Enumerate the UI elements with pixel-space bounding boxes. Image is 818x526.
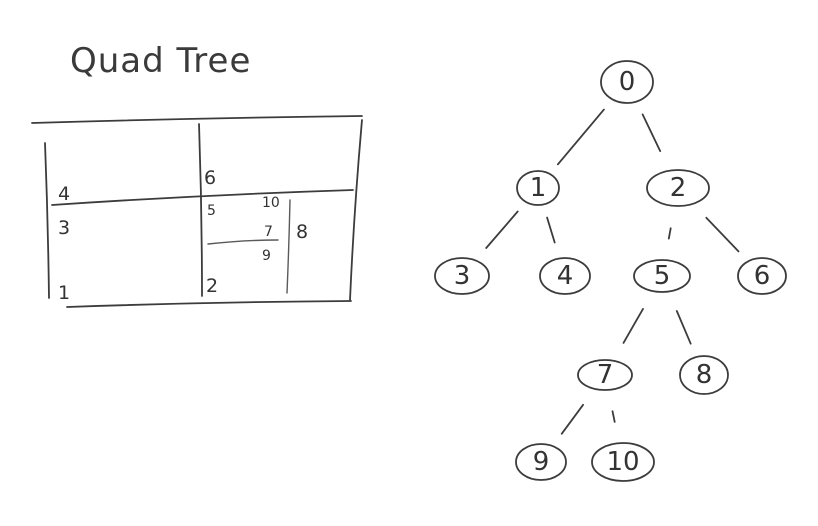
quad-label-7: 7 [264, 224, 273, 240]
tree-node-circle [434, 257, 490, 295]
tree-node-circle [591, 442, 655, 482]
grid-center-vertical [198, 123, 203, 297]
tree-edge-n5-n8 [675, 310, 692, 345]
tree-node-1: 1 [516, 170, 560, 206]
tree-node-circle [577, 359, 633, 391]
tree-node-3: 3 [434, 257, 490, 295]
tree-node-circle [633, 259, 691, 293]
grid-right-edge [349, 119, 363, 301]
tree-node-label: 6 [754, 261, 771, 291]
tree-edge-n2-n6 [705, 216, 740, 253]
quad-label-1: 1 [58, 282, 70, 304]
subgrid-horizontal [207, 239, 279, 245]
tree-edges [485, 108, 740, 435]
tree-node-label: 7 [597, 360, 614, 390]
tree-node-10: 10 [591, 442, 655, 482]
tree-node-circle [515, 443, 567, 481]
tree-edge-n0-n1 [557, 108, 605, 166]
tree-node-label: 3 [454, 261, 471, 291]
tree-edge-n2-n5 [667, 227, 672, 240]
tree-nodes: 0 1 2 3 4 5 6 7 8 9 10 [434, 60, 787, 482]
quad-label-6: 6 [204, 167, 216, 189]
tree-node-circle [600, 60, 654, 104]
tree-node-label: 1 [530, 173, 547, 203]
tree-edge-n0-n2 [641, 113, 662, 153]
tree-node-circle [539, 257, 591, 295]
tree-node-circle [646, 169, 710, 207]
grid-bottom-edge [66, 300, 352, 308]
quad-label-3: 3 [58, 217, 70, 239]
tree-node-label: 4 [557, 261, 574, 291]
tree-node-label: 2 [670, 173, 687, 203]
tree-edge-n5-n7 [622, 307, 644, 344]
quad-labels: 4 3 1 6 2 5 10 7 9 8 [58, 167, 308, 304]
tree-node-9: 9 [515, 443, 567, 481]
tree-edge-n1-n4 [546, 216, 556, 244]
quad-label-2: 2 [206, 275, 218, 297]
tree-node-4: 4 [539, 257, 591, 295]
tree-edge-n7-n10 [611, 410, 616, 423]
tree-node-2: 2 [646, 169, 710, 207]
tree-node-5: 5 [633, 259, 691, 293]
tree-node-label: 8 [696, 360, 713, 390]
tree-node-8: 8 [679, 355, 729, 395]
quad-label-10: 10 [262, 195, 280, 211]
tree-node-circle [737, 257, 787, 295]
tree-node-7: 7 [577, 359, 633, 391]
tree-edge-n7-n9 [560, 403, 584, 435]
tree-node-6: 6 [737, 257, 787, 295]
tree-node-label: 9 [533, 447, 550, 477]
quad-label-8: 8 [296, 221, 308, 243]
tree-node-label: 0 [619, 67, 636, 97]
tree-node-0: 0 [600, 60, 654, 104]
tree-edge-n1-n3 [485, 210, 519, 249]
grid-top-edge [31, 115, 363, 124]
quad-grid [31, 115, 363, 308]
grid-left-edge [44, 142, 50, 299]
tree-node-circle [679, 355, 729, 395]
grid-center-horizontal [51, 189, 354, 206]
tree-node-label: 5 [654, 261, 671, 291]
quad-label-5: 5 [207, 203, 216, 219]
subgrid-vertical [286, 199, 291, 294]
quad-label-9: 9 [262, 248, 271, 264]
tree-node-label: 10 [606, 447, 639, 477]
tree-node-circle [516, 170, 560, 206]
diagram-title: Quad Tree [70, 41, 251, 81]
quad-label-4: 4 [58, 183, 70, 205]
